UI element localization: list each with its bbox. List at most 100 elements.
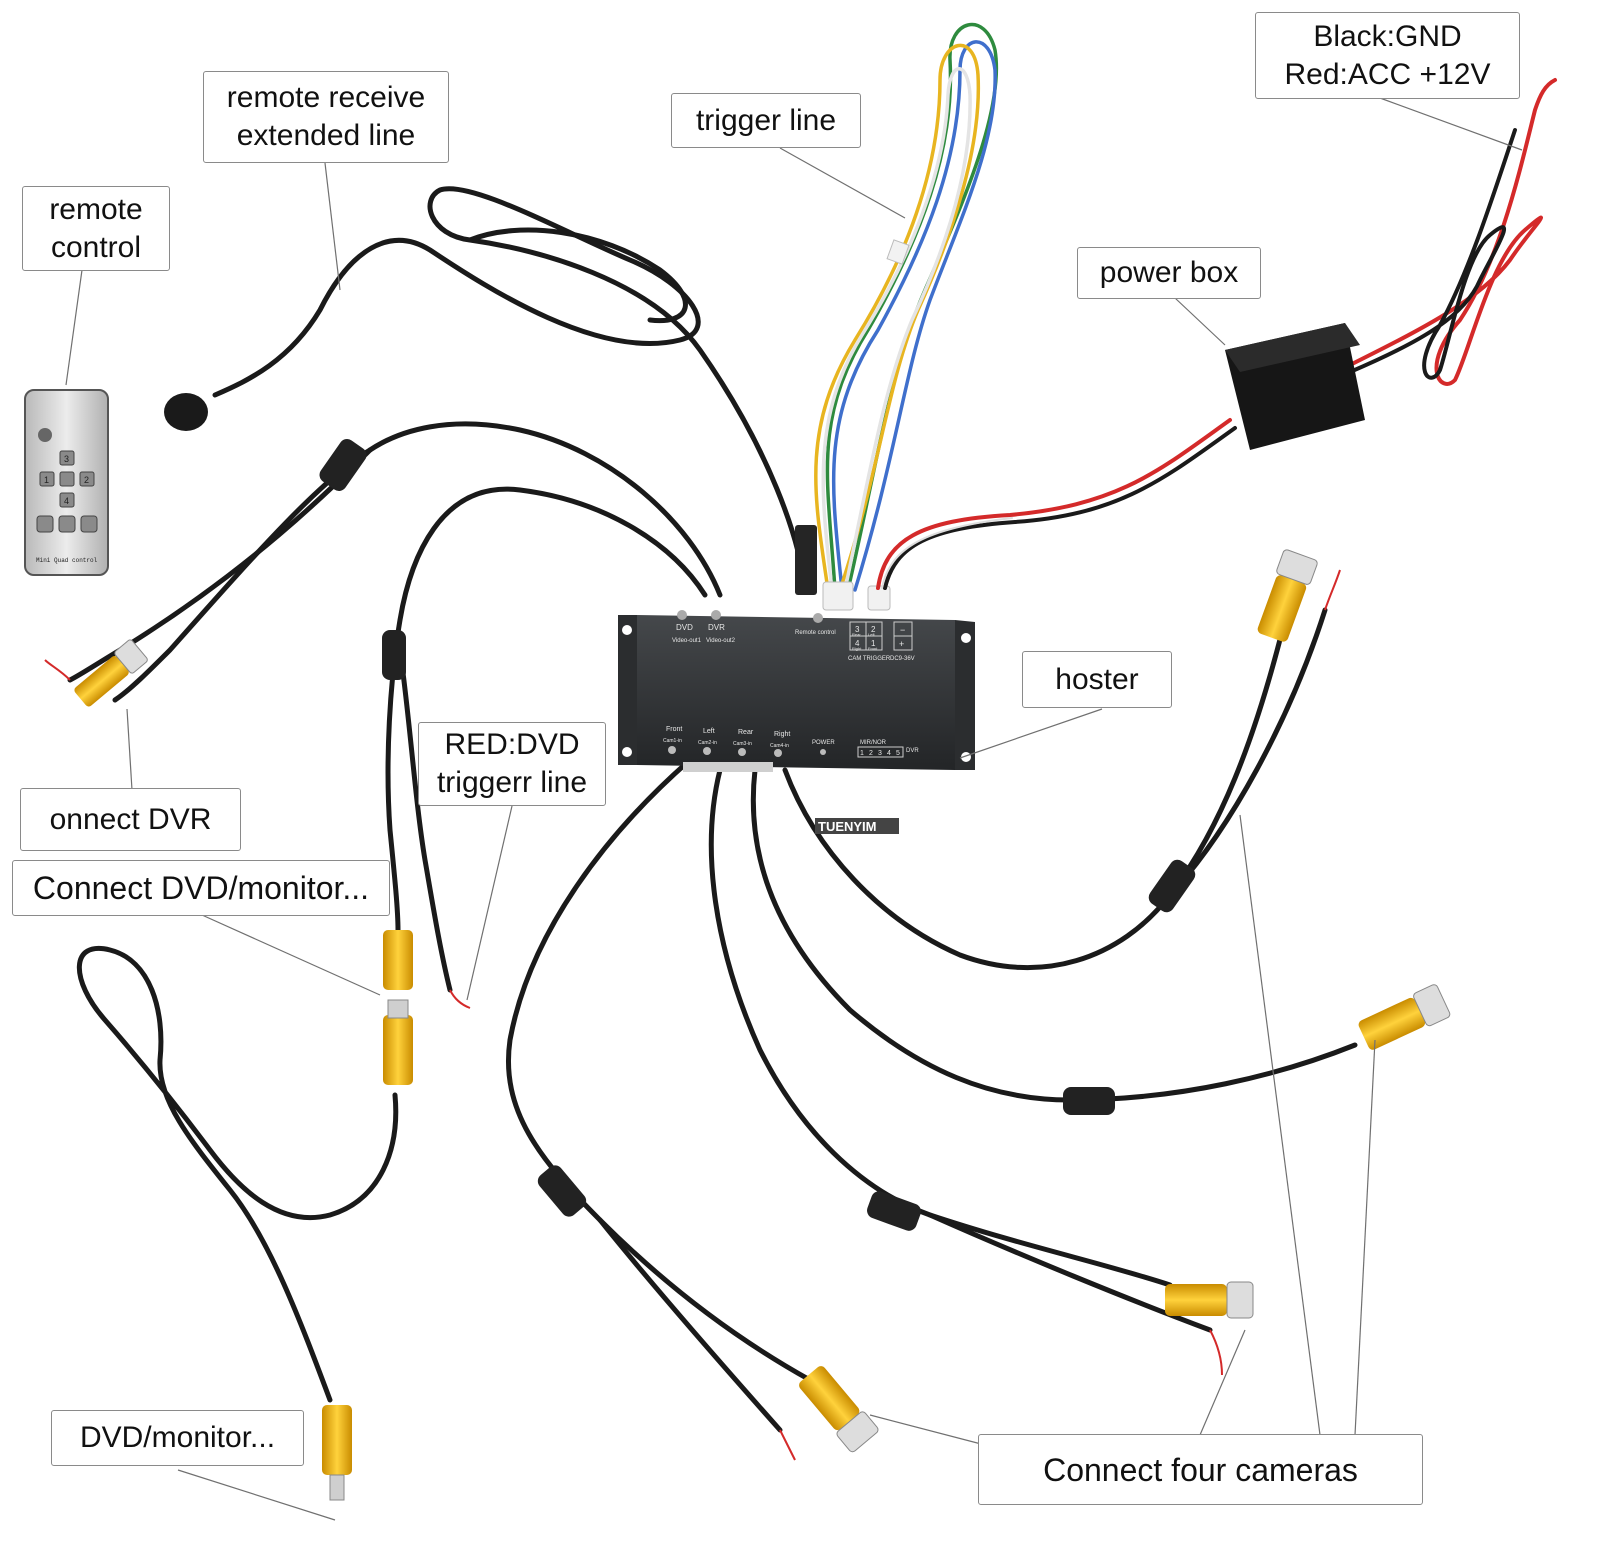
camera-label-front: Front <box>666 726 682 733</box>
trigger-pin: 3 <box>855 625 860 634</box>
cable-tie <box>886 239 910 265</box>
power-wire-red-to-hoster <box>876 418 1232 590</box>
remote-control-device: 3 1 2 4 Mini Quad control <box>24 389 109 576</box>
callout-text: extended line <box>236 119 416 152</box>
remote-button: 1 <box>44 475 49 485</box>
camera-cables <box>506 607 1358 1433</box>
remote-button: 2 <box>84 475 89 485</box>
camera-red-wire <box>1209 1329 1223 1376</box>
ir-receiver-jack <box>795 525 817 595</box>
callout-text: Red:ACC +12V <box>1284 57 1491 91</box>
remote-footer: Mini Quad control <box>36 557 98 564</box>
callout-connect-dvr: onnect DVR <box>20 788 241 851</box>
callout-dvd-monitor: DVD/monitor... <box>51 1410 304 1466</box>
ir-receiver-eye <box>164 393 208 431</box>
camera-label-rear: Rear <box>738 729 754 736</box>
power-wire-black-out <box>1348 128 1517 380</box>
callout-remote-control: remote control <box>22 186 170 271</box>
callout-trigger-line: trigger line <box>671 93 861 148</box>
cable-splitter <box>319 439 367 491</box>
power-wire-white-to-hoster <box>881 517 1013 589</box>
device-label-mode: MIR/NOR <box>860 740 887 746</box>
callout-text: Black:GND <box>1313 19 1462 53</box>
remote-receiver-cable <box>212 186 808 593</box>
trigger-connector <box>822 581 854 611</box>
trigger-pin: 1 <box>871 639 876 648</box>
camera-sublabel: Cam2-in <box>698 740 717 746</box>
dvd-trigger-wire <box>449 989 471 1009</box>
device-label-dvr-side: DVR <box>906 748 919 754</box>
callout-connect-dvd-monitor: Connect DVD/monitor... <box>12 860 390 916</box>
mode-switch: 1 <box>860 750 864 757</box>
callout-power-box: power box <box>1077 247 1261 299</box>
trigger-wire-bundle <box>814 22 999 592</box>
mode-switch: 2 <box>869 750 873 757</box>
device-label-cam-trigger: CAM TRIGGER <box>848 656 891 662</box>
power-pin: − <box>900 625 905 635</box>
camera-red-wire <box>1324 569 1341 611</box>
callout-red-dvd-trigger-line: RED:DVD triggerr line <box>418 722 606 806</box>
trigger-pin-name: Rear <box>852 632 861 637</box>
trigger-pin: 4 <box>855 639 860 648</box>
dvr-sense-wire <box>44 659 71 681</box>
device-sublabel-video-out2: Video-out2 <box>706 638 736 644</box>
camera-sublabel: Cam4-in <box>770 743 789 749</box>
cable-splitter <box>382 630 406 680</box>
hoster-device: DVD DVR Video-out1 Video-out2 Remote con… <box>618 610 975 772</box>
camera-sublabel: Cam3-in <box>733 741 752 747</box>
cable-splitter <box>1148 859 1196 913</box>
callout-text: triggerr line <box>436 766 588 799</box>
device-label-dvr: DVR <box>708 623 725 632</box>
callout-text: trigger line <box>695 103 837 137</box>
callout-text: remote <box>49 192 143 226</box>
callout-leaders <box>65 97 1523 1521</box>
callout-power-spec: Black:GND Red:ACC +12V <box>1255 12 1520 99</box>
camera-sublabel: Cam1-in <box>663 738 682 744</box>
callout-text: Connect four cameras <box>1043 1451 1358 1488</box>
callout-text: hoster <box>1055 662 1139 696</box>
callout-text: control <box>50 230 142 264</box>
cable-splitter <box>537 1165 587 1217</box>
power-pin: + <box>899 639 904 649</box>
device-label-power: POWER <box>812 740 835 746</box>
callout-text: remote receive <box>226 81 426 114</box>
callout-text: RED:DVD <box>444 728 580 761</box>
callout-text: Connect DVD/monitor... <box>32 870 370 906</box>
device-sublabel-video-out1: Video-out1 <box>672 638 702 644</box>
trigger-pin-name: Left <box>868 632 876 637</box>
mode-switch: 5 <box>896 750 900 757</box>
rca-connectors <box>74 639 413 1501</box>
device-label-dc: DC9-36V <box>890 656 915 662</box>
brand-watermark: TUENYIM <box>818 819 877 834</box>
mode-switch: 4 <box>887 750 891 757</box>
power-wires <box>876 78 1557 590</box>
camera-label-right: Right <box>774 731 790 738</box>
trigger-pin-name: Right <box>852 646 862 651</box>
trigger-pin-name: Front <box>868 646 878 651</box>
power-wire-red-out <box>1348 78 1557 386</box>
device-label-dvd: DVD <box>676 623 693 632</box>
callout-hoster: hoster <box>1022 651 1172 708</box>
camera-label-left: Left <box>703 728 715 735</box>
cable-splitter <box>867 1191 921 1231</box>
camera-rca-connectors <box>799 549 1451 1453</box>
remote-button: 3 <box>64 454 69 464</box>
remote-button: 4 <box>64 496 69 506</box>
callout-text: power box <box>1099 256 1239 289</box>
callout-text: DVD/monitor... <box>79 1421 276 1454</box>
callout-connect-four-cameras: Connect four cameras <box>978 1434 1423 1505</box>
device-label-remote: Remote control <box>795 630 836 636</box>
mode-switch: 3 <box>878 750 882 757</box>
camera-red-wire <box>779 1429 796 1461</box>
power-box <box>1225 323 1365 450</box>
trigger-wire-white <box>821 67 972 592</box>
trigger-wire-blue <box>831 40 997 592</box>
callout-remote-receive-extended-line: remote receive extended line <box>203 71 449 163</box>
trigger-wire-yellow <box>814 43 981 592</box>
callout-text: onnect DVR <box>49 802 212 836</box>
trigger-pin: 2 <box>871 625 876 634</box>
power-wire-black-to-hoster <box>883 426 1237 590</box>
cable-splitter <box>1063 1087 1115 1115</box>
